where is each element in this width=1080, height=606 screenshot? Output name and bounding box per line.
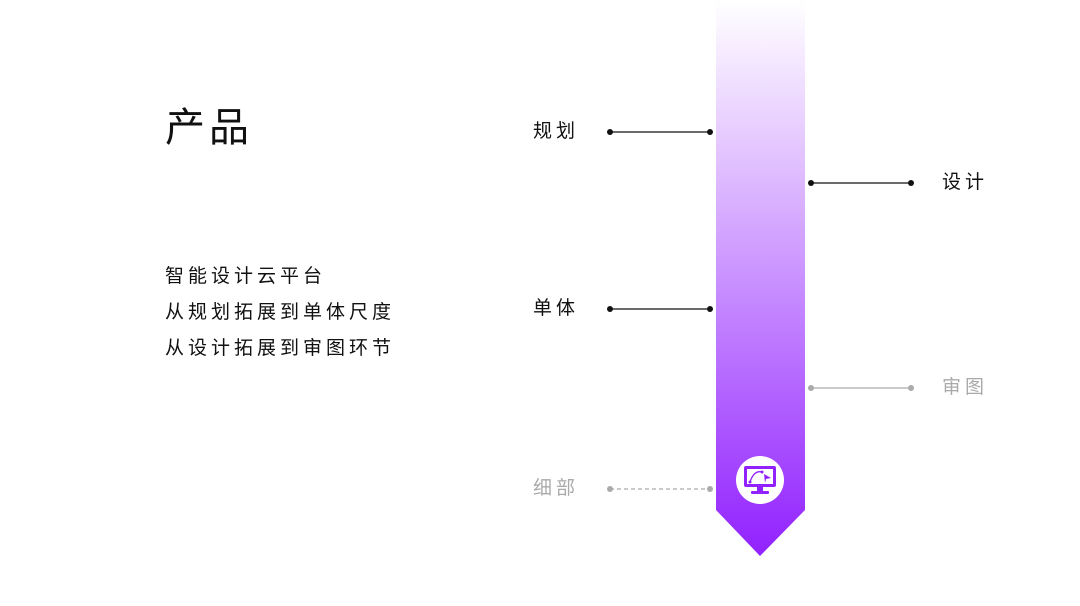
stage-label-design: 设计 <box>942 171 989 193</box>
connector-单体 <box>607 306 713 312</box>
description-block: 智能设计云平台 从规划拓展到单体尺度 从设计拓展到审图环节 <box>165 258 395 366</box>
description-line: 从规划拓展到单体尺度 <box>165 301 396 323</box>
monitor-design-icon <box>736 456 784 504</box>
connector-规划 <box>607 129 713 135</box>
connector-审图 <box>808 385 914 391</box>
stage-label-detail: 细部 <box>533 477 580 499</box>
stage-label-building: 单体 <box>533 297 580 319</box>
stage-label-review: 审图 <box>942 376 989 398</box>
description-line: 从设计拓展到审图环节 <box>165 337 396 359</box>
page-title: 产品 <box>165 105 253 151</box>
stage-label-planning: 规划 <box>533 120 580 142</box>
connector-设计 <box>808 180 914 186</box>
timeline-arrow <box>716 0 805 556</box>
description-line: 智能设计云平台 <box>165 265 327 287</box>
connector-细部 <box>607 486 713 492</box>
